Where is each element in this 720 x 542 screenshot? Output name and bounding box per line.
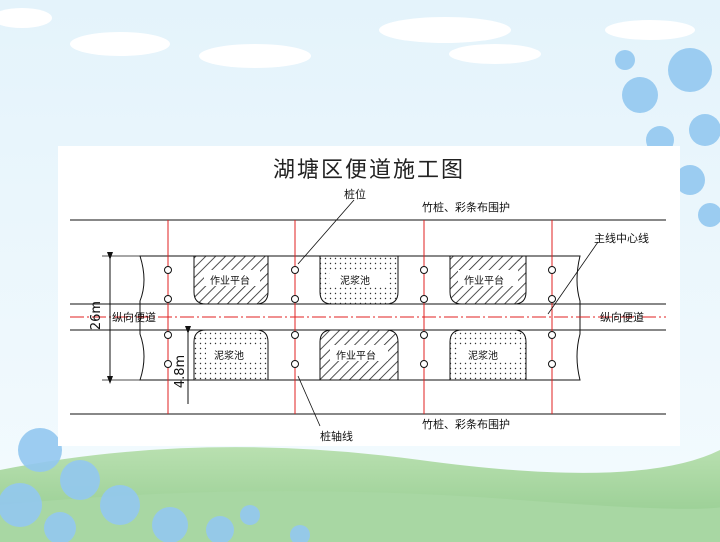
leader-centerline bbox=[547, 241, 599, 315]
top-block-label-3: 作业平台 bbox=[464, 276, 504, 287]
label-box-bottom-3 bbox=[458, 345, 518, 361]
label-pile-position: 桩位 bbox=[344, 188, 366, 201]
label-box-top-2 bbox=[330, 270, 388, 286]
top-block-label-2: 泥浆池 bbox=[340, 276, 370, 287]
bottom-block-label-3: 泥浆池 bbox=[468, 351, 498, 362]
flowers-right bbox=[615, 48, 720, 227]
label-box-top-3 bbox=[458, 270, 518, 286]
construction-plan bbox=[70, 199, 666, 427]
label-box-top-1 bbox=[204, 270, 260, 286]
label-fence-top: 竹桩、彩条布围护 bbox=[422, 201, 510, 214]
flowers-left bbox=[0, 428, 310, 542]
label-box-bottom-1 bbox=[206, 345, 260, 361]
diagram-title: 湖塘区便道施工图 bbox=[272, 158, 465, 183]
top-block-label-1: 作业平台 bbox=[210, 276, 250, 287]
label-road-right: 纵向便道 bbox=[600, 311, 644, 324]
label-fence-bottom: 竹桩、彩条布围护 bbox=[422, 418, 510, 431]
pile-markers bbox=[164, 266, 556, 368]
clouds bbox=[0, 8, 695, 68]
diagram-card: 湖塘区便道施工图 桩位 竹桩、彩条布围护 主线中心线 纵向便道 纵向便道 竹桩、… bbox=[58, 146, 680, 446]
label-box-bottom-2 bbox=[330, 345, 388, 361]
label-road-left: 纵向便道 bbox=[112, 311, 156, 324]
dimension-label-half: 4.8m bbox=[173, 354, 189, 389]
leader-pile-axis bbox=[297, 375, 321, 427]
bottom-block-label-1: 泥浆池 bbox=[214, 351, 244, 362]
leader-pile-position bbox=[297, 199, 355, 265]
label-main-centerline: 主线中心线 bbox=[594, 232, 649, 245]
bottom-block-label-2: 作业平台 bbox=[336, 351, 376, 362]
work-area-outline bbox=[139, 255, 581, 381]
dimension-label-total: 26m bbox=[89, 300, 105, 331]
label-pile-axis: 桩轴线 bbox=[320, 430, 353, 443]
